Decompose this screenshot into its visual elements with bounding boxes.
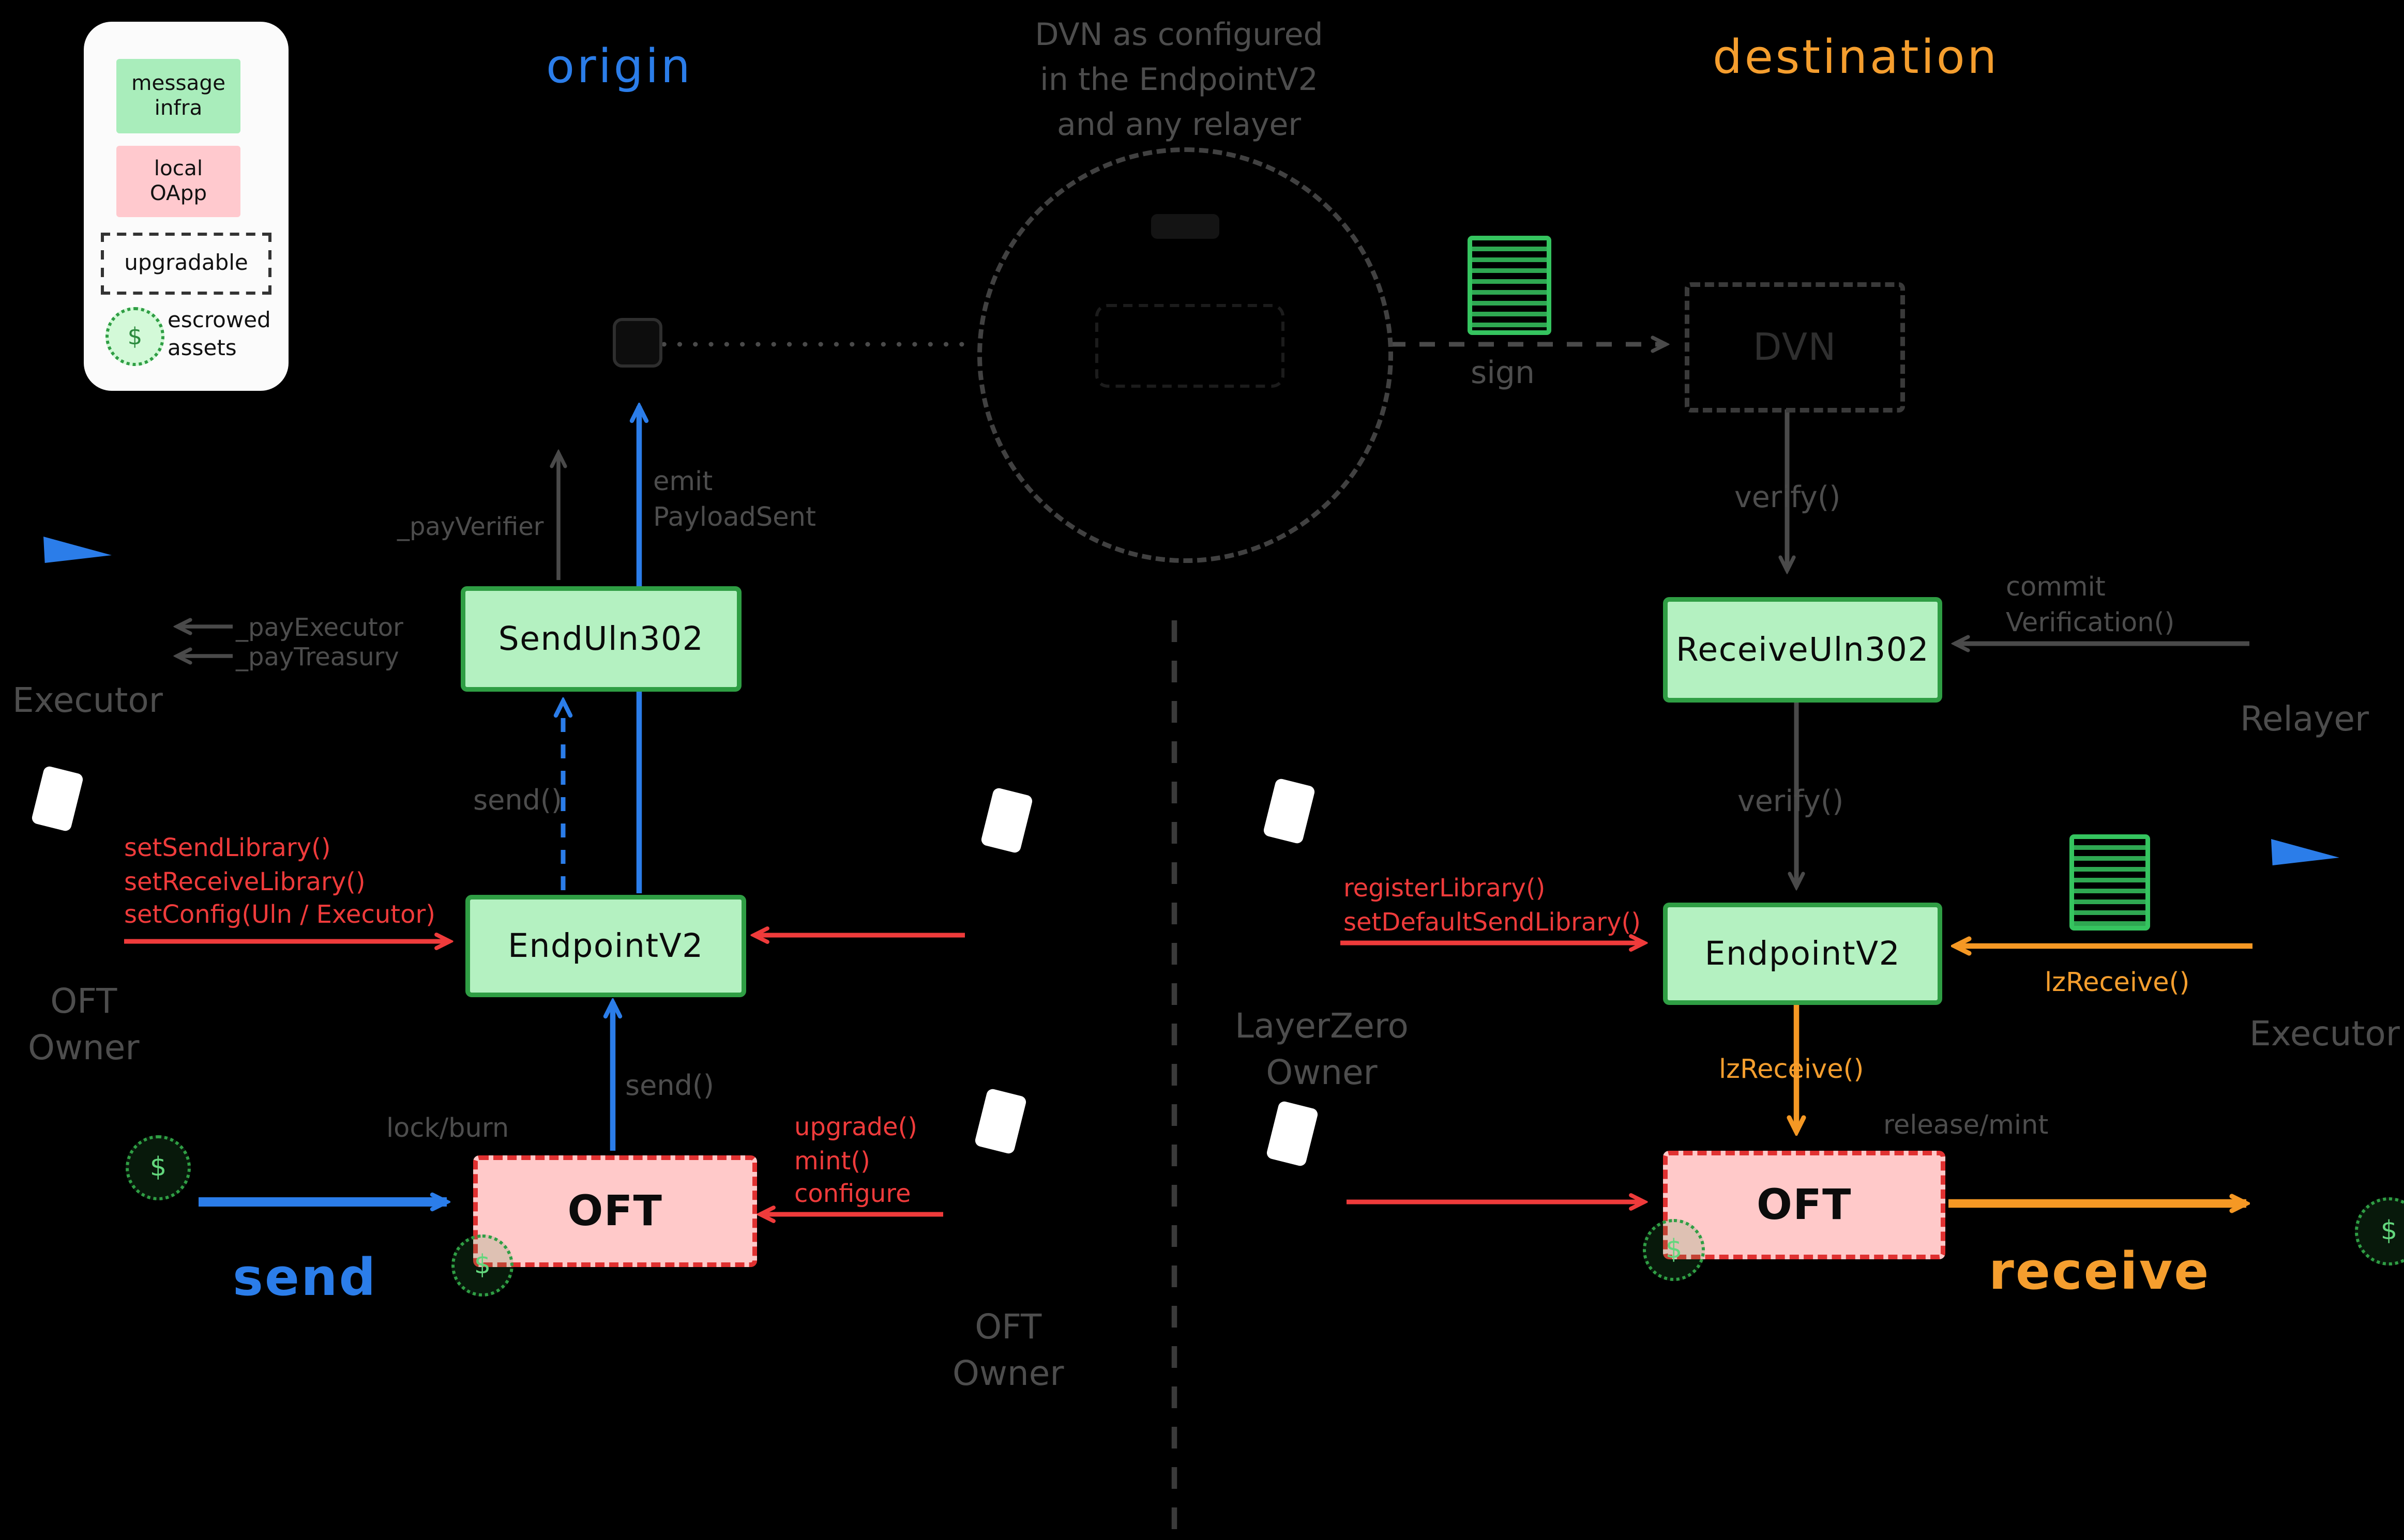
escrowed-assets-icon[interactable]: $ [1643, 1219, 1705, 1281]
legend-message-infra-label: message infra [131, 71, 225, 121]
commit-verification-label: commit Verification() [2006, 572, 2175, 639]
legend-card[interactable]: message infra local OApp upgradable $ es… [84, 22, 289, 391]
oft-owner-label-bottom: OFT Owner [952, 1309, 1064, 1394]
legend-upgradable-box: upgradable [101, 233, 271, 295]
endpointv2-destination-box[interactable]: EndpointV2 [1663, 903, 1942, 1005]
dvn-cloud-sketch [1095, 304, 1284, 388]
legend-escrowed-assets-label: escrowed assets [168, 309, 271, 362]
endpoint-node-icon[interactable] [613, 318, 662, 368]
send-title: send [233, 1247, 377, 1307]
endpoint-config-calls-origin: setSendLibrary() setReceiveLibrary() set… [124, 833, 435, 929]
oft-destination-box[interactable]: OFT [1663, 1151, 1945, 1259]
dvn-cloud-sketch [1151, 214, 1219, 239]
legend-upgradable-label: upgradable [124, 251, 248, 276]
endpoint-config-calls-destination: registerLibrary() setDefaultSendLibrary(… [1343, 873, 1641, 936]
pay-executor-label: _payExecutor [236, 613, 403, 642]
dvn-box[interactable]: DVN [1685, 282, 1905, 413]
send-call-lower-label: send() [625, 1070, 715, 1103]
legend-local-oapp-swatch: local OApp [116, 146, 240, 217]
endpointv2-origin-label: EndpointV2 [508, 927, 704, 965]
escrowed-assets-icon[interactable]: $ [451, 1234, 513, 1297]
dvn-cloud-circle[interactable] [977, 147, 1393, 563]
dvn-caption: DVN as configured in the EndpointV2 and … [1035, 16, 1323, 143]
senduln302-box[interactable]: SendUln302 [461, 586, 742, 692]
legend-message-infra-swatch: message infra [116, 59, 240, 133]
executor-label-destination: Executor [2249, 1016, 2400, 1055]
oft-admin-calls: upgrade() mint() configure [794, 1112, 917, 1209]
receiveuln302-box[interactable]: ReceiveUln302 [1663, 597, 1942, 703]
lzreceive-down-label: lzReceive() [1719, 1055, 1864, 1086]
senduln302-label: SendUln302 [498, 620, 704, 658]
endpointv2-destination-label: EndpointV2 [1704, 935, 1901, 972]
emit-payload-label: emit PayloadSent [653, 467, 816, 533]
relayer-label: Relayer [2240, 701, 2369, 740]
escrowed-assets-icon[interactable]: $ [2355, 1197, 2404, 1265]
legend-local-oapp-label: local OApp [149, 156, 207, 206]
dollar-label: $ [127, 323, 143, 350]
dollar-label: $ [474, 1250, 491, 1281]
oft-origin-box[interactable]: OFT [473, 1155, 757, 1267]
dollar-label: $ [149, 1152, 167, 1183]
executor-label-origin: Executor [12, 682, 163, 721]
oft-origin-label: OFT [567, 1187, 663, 1236]
release-mint-label: release/mint [1883, 1110, 2049, 1141]
endpointv2-origin-box[interactable]: EndpointV2 [465, 895, 746, 997]
destination-title: destination [1713, 31, 1999, 85]
receive-title: receive [1989, 1241, 2211, 1301]
send-call-upper-label: send() [473, 785, 563, 817]
sign-label: sign [1471, 354, 1535, 391]
oft-destination-label: OFT [1756, 1181, 1852, 1229]
origin-title: origin [546, 40, 693, 95]
legend-escrowed-assets-icon: $ [105, 307, 164, 366]
lock-burn-label: lock/burn [386, 1114, 509, 1145]
signed-message-icon[interactable] [1468, 236, 1551, 335]
verify-lower-label: verify() [1737, 785, 1844, 819]
verified-message-icon[interactable] [2069, 834, 2150, 931]
layerzero-owner-label: LayerZero Owner [1235, 1008, 1409, 1093]
dvn-label: DVN [1753, 326, 1837, 369]
verify-upper-label: verify() [1734, 481, 1841, 515]
pay-verifier-label: _payVerifier [397, 512, 544, 541]
dollar-label: $ [2380, 1216, 2398, 1247]
dollar-label: $ [1665, 1234, 1683, 1265]
oft-owner-label-left: OFT Owner [28, 983, 140, 1069]
escrowed-assets-icon[interactable]: $ [126, 1135, 191, 1200]
lzreceive-in-label: lzReceive() [2045, 968, 2190, 999]
receiveuln302-label: ReceiveUln302 [1675, 631, 1929, 668]
pay-treasury-label: _payTreasury [236, 642, 399, 672]
